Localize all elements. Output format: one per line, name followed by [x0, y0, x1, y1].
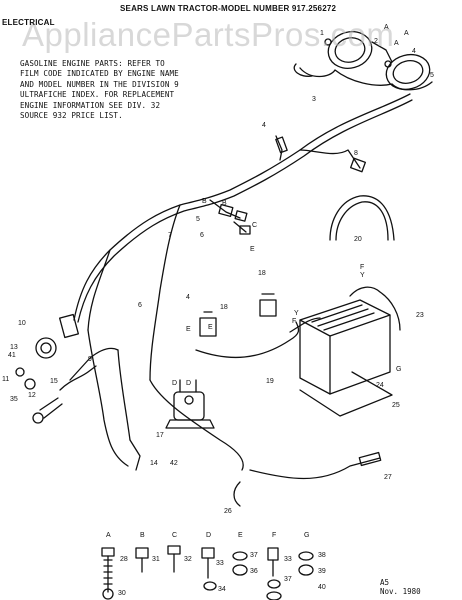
- part-label: 37: [250, 552, 258, 559]
- connector-letter: D: [186, 380, 192, 387]
- part-label: 13: [10, 344, 18, 351]
- part-label: 31: [152, 556, 160, 563]
- connector-letter: Y: [360, 272, 365, 279]
- part-label: 33: [284, 556, 292, 563]
- part-label: 2: [374, 38, 378, 45]
- part-label: 40: [318, 584, 326, 591]
- main-wire-harness: [73, 93, 413, 381]
- connector-letter: A: [106, 532, 111, 539]
- bracket-20: [329, 195, 395, 241]
- part-label: 8: [354, 150, 358, 157]
- part-label: 18: [258, 270, 266, 277]
- part-label: 37: [284, 576, 292, 583]
- part-label: 25: [392, 402, 400, 409]
- connector-letter: A: [394, 40, 399, 47]
- connector-letter: G: [396, 366, 402, 373]
- battery: [289, 286, 401, 417]
- revision-code: A5 Nov. 1980: [380, 578, 421, 596]
- part-label: 6: [200, 232, 204, 239]
- part-label: 1: [320, 30, 324, 37]
- part-label: 10: [18, 320, 26, 327]
- connector-letter: E: [250, 246, 255, 253]
- part-label: 5: [196, 216, 200, 223]
- part-label: 6: [138, 302, 142, 309]
- part-label: 4: [262, 122, 266, 129]
- connector-letter: D: [206, 532, 212, 539]
- lower-wires: [87, 329, 244, 471]
- part-label: 4: [412, 48, 416, 55]
- part-label: 38: [318, 552, 326, 559]
- watermark-text: AppliancePartsPros.com: [22, 16, 395, 53]
- connector-letter: E: [238, 532, 243, 539]
- connector-letter: B: [222, 200, 227, 207]
- connector-letter: B: [140, 532, 145, 539]
- part-label: 24: [376, 382, 384, 389]
- part-label: 41: [8, 352, 16, 359]
- connector-letter: A: [384, 24, 389, 31]
- connector-18b: [199, 311, 217, 337]
- solenoid-17: [165, 379, 215, 429]
- part-label: 7: [168, 232, 172, 239]
- switch-assembly: [15, 313, 119, 424]
- connector-18a: [259, 293, 277, 317]
- part-label: F: [292, 318, 297, 325]
- part-label: 34: [218, 586, 226, 593]
- part-label: 9: [88, 356, 92, 363]
- part-label: 33: [216, 560, 224, 567]
- connector-letter: C: [252, 222, 258, 229]
- part-label: 5: [430, 72, 434, 79]
- hardware-row: [101, 545, 314, 600]
- part-label: 27: [384, 474, 392, 481]
- wire-26: [233, 481, 241, 507]
- part-label: 32: [184, 556, 192, 563]
- part-label: 12: [28, 392, 36, 399]
- part-label: 30: [118, 590, 126, 597]
- connector-letter: F: [272, 532, 277, 539]
- part-label: 39: [318, 568, 326, 575]
- part-label: 18: [220, 304, 228, 311]
- connector-letter: C: [172, 532, 178, 539]
- page-title: SEARS LAWN TRACTOR-MODEL NUMBER 917.2562…: [120, 4, 337, 13]
- part-label: E: [186, 326, 191, 333]
- connector-letter: G: [304, 532, 310, 539]
- part-label: 11: [2, 376, 10, 383]
- section-label: ELECTRICAL: [2, 18, 55, 27]
- part-label: 3: [312, 96, 316, 103]
- headlight-assembly: [293, 31, 433, 91]
- connector-letter: F: [360, 264, 365, 271]
- part-label: 23: [416, 312, 424, 319]
- part-label: 19: [266, 378, 274, 385]
- part-label: 15: [50, 378, 58, 385]
- cable-19: [195, 321, 300, 358]
- part-label: 35: [10, 396, 18, 403]
- part-label: 4: [186, 294, 190, 301]
- part-label: D: [172, 380, 178, 387]
- part-label: 42: [170, 460, 178, 467]
- cable-27: [249, 457, 381, 480]
- part-label: 28: [120, 556, 128, 563]
- part-label: 17: [156, 432, 164, 439]
- part-label: 36: [250, 568, 258, 575]
- part-label: 20: [354, 236, 362, 243]
- connector-letter: B: [202, 198, 207, 205]
- part-label: A: [404, 30, 409, 37]
- engine-parts-note: GASOLINE ENGINE PARTS: REFER TO FILM COD…: [20, 59, 179, 121]
- connector-letter: E: [208, 324, 213, 331]
- part-label: 26: [224, 508, 232, 515]
- connector-letter: Y: [294, 310, 299, 317]
- part-label: 14: [150, 460, 158, 467]
